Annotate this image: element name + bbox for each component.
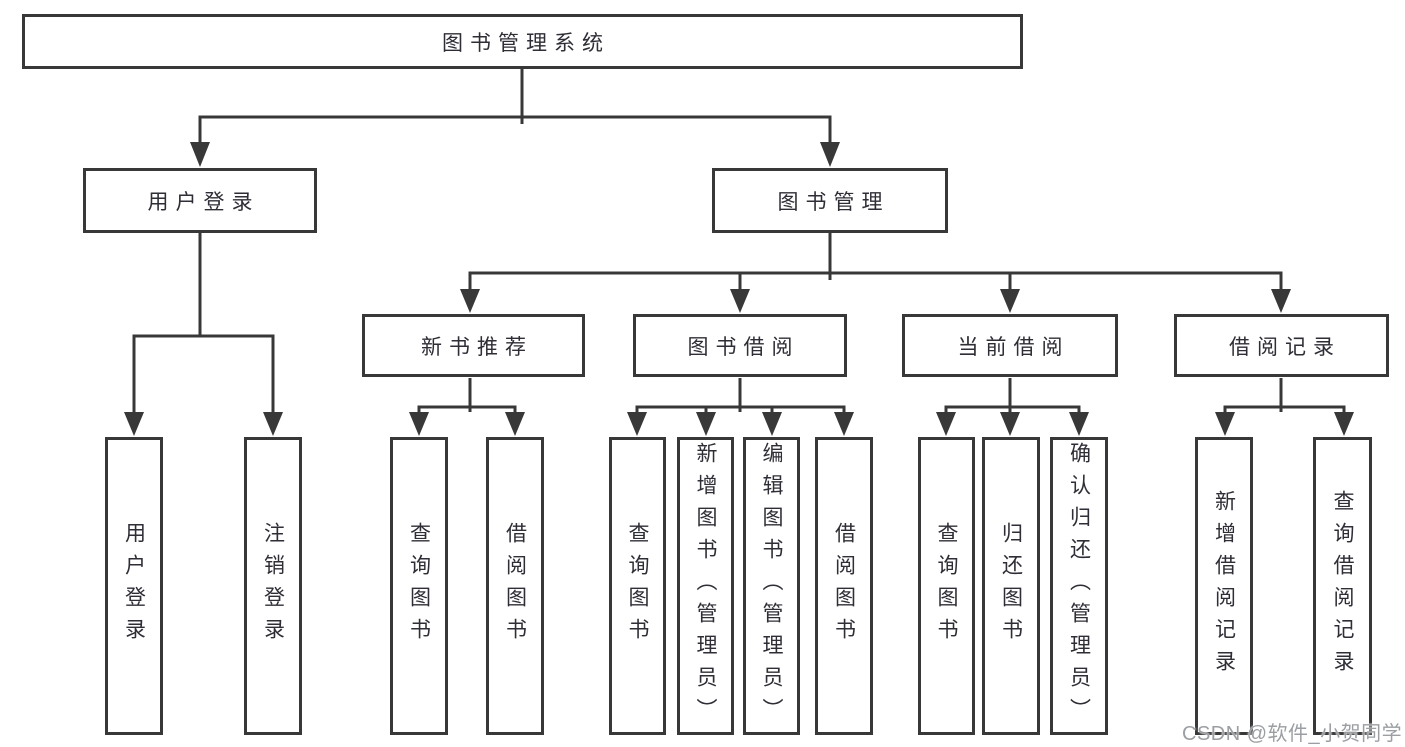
leaf-edit-books-admin: 编辑图书（管理员） xyxy=(743,437,800,735)
leaf-label: 借阅图书 xyxy=(832,522,856,650)
leaf-label: 新增借阅记录 xyxy=(1212,490,1236,682)
node-book-borrow: 图书借阅 xyxy=(633,314,847,377)
arrowhead xyxy=(834,412,854,436)
leaf-logout: 注销登录 xyxy=(244,437,302,735)
leaf-label: 借阅图书 xyxy=(503,522,527,650)
arrowhead xyxy=(696,412,716,436)
arrowhead xyxy=(263,412,283,436)
arrowhead xyxy=(460,289,480,313)
connector-level2-split xyxy=(468,271,1283,296)
leaf-user-login: 用户登录 xyxy=(105,437,163,735)
leaf-query-books-1: 查询图书 xyxy=(390,437,448,735)
connector-level1-split xyxy=(198,115,832,150)
arrowhead xyxy=(124,412,144,436)
leaf-query-books-3: 查询图书 xyxy=(918,437,975,735)
arrowhead xyxy=(1000,289,1020,313)
node-root: 图书管理系统 xyxy=(22,14,1023,69)
leaf-label: 注销登录 xyxy=(261,522,285,650)
leaf-query-borrow-record: 查询借阅记录 xyxy=(1313,437,1372,735)
arrowhead xyxy=(730,289,750,313)
leaf-query-books-2: 查询图书 xyxy=(609,437,666,735)
leaf-add-borrow-record: 新增借阅记录 xyxy=(1195,437,1253,735)
arrowhead xyxy=(1000,412,1020,436)
arrowhead xyxy=(1069,412,1089,436)
arrowhead xyxy=(1334,412,1354,436)
leaf-label: 确认归还（管理员） xyxy=(1067,442,1091,730)
leaf-label: 编辑图书（管理员） xyxy=(760,442,783,730)
leaf-label: 查询借阅记录 xyxy=(1331,490,1354,682)
node-new-book-recommend: 新书推荐 xyxy=(362,314,585,377)
leaf-label: 查询图书 xyxy=(626,522,649,650)
arrowhead xyxy=(190,142,210,167)
leaf-confirm-return-admin: 确认归还（管理员） xyxy=(1050,437,1108,735)
node-user-login: 用户登录 xyxy=(83,168,317,233)
arrowhead xyxy=(627,412,647,436)
leaf-return-books: 归还图书 xyxy=(982,437,1040,735)
leaf-label: 用户登录 xyxy=(122,522,146,650)
arrowhead xyxy=(936,412,956,436)
node-borrow-records: 借阅记录 xyxy=(1174,314,1389,377)
connector-records-split xyxy=(1223,405,1346,417)
arrowhead xyxy=(1215,412,1235,436)
leaf-label: 查询图书 xyxy=(407,522,431,650)
leaf-label: 新增图书（管理员） xyxy=(694,442,717,730)
arrowhead xyxy=(762,412,782,436)
leaf-label: 归还图书 xyxy=(999,522,1023,650)
connector-user-login-split xyxy=(132,334,275,416)
leaf-borrow-books-2: 借阅图书 xyxy=(815,437,873,735)
node-book-management: 图书管理 xyxy=(712,168,948,233)
node-current-borrow: 当前借阅 xyxy=(902,314,1118,377)
leaf-label: 查询图书 xyxy=(935,522,958,650)
arrowhead xyxy=(820,142,840,167)
leaf-add-books-admin: 新增图书（管理员） xyxy=(677,437,734,735)
arrowhead xyxy=(1271,289,1291,313)
arrowhead xyxy=(505,412,525,436)
leaf-borrow-books-1: 借阅图书 xyxy=(486,437,544,735)
arrowhead xyxy=(409,412,429,436)
watermark: CSDN @软件_小贺同学 xyxy=(1182,723,1403,745)
connector-recommend-split xyxy=(417,405,517,417)
